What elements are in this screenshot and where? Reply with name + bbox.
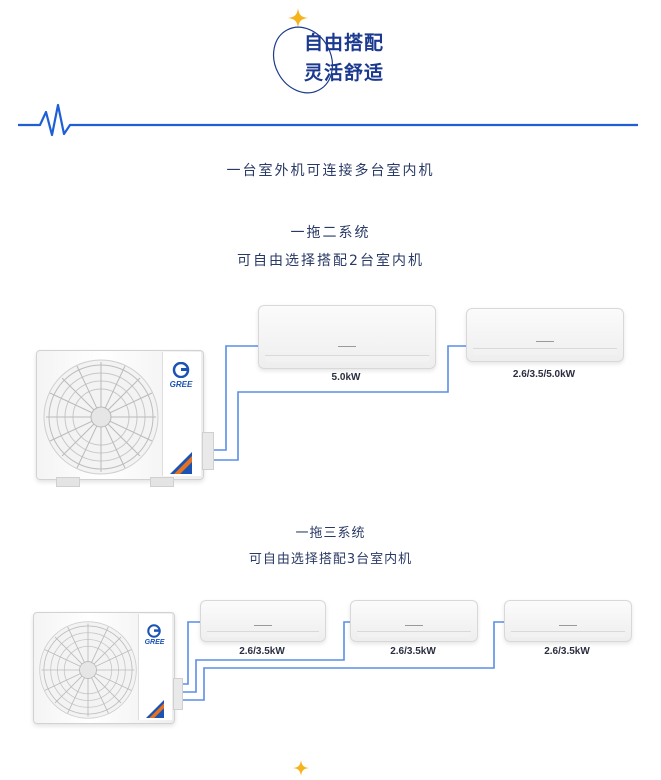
sparkle-star-icon [288, 8, 308, 28]
indoor-unit [350, 600, 478, 642]
sparkle-star-icon [293, 760, 309, 776]
indoor-unit-capacity: 2.6/3.5/5.0kW [512, 369, 576, 380]
header-title-line1: 自由搭配 [304, 32, 385, 54]
fan-grille [43, 359, 159, 475]
outdoor-brand: GREE [169, 380, 193, 389]
indoor-unit [258, 305, 436, 369]
energy-sticker [146, 700, 164, 718]
system-three-subtitle: 可自由选择搭配3台室内机 [248, 552, 413, 567]
header-title-line2: 灵活舒适 [304, 62, 385, 84]
gree-logo-icon [172, 362, 190, 378]
indoor-unit-capacity: 2.6/3.5kW [390, 646, 436, 657]
indoor-unit [200, 600, 326, 642]
system-two-subtitle: 可自由选择搭配2台室内机 [237, 253, 424, 269]
indoor-unit-capacity: 2.6/3.5kW [544, 646, 590, 657]
system-two-title: 一拖二系统 [290, 225, 371, 241]
indoor-unit-capacity: 2.6/3.5kW [239, 646, 285, 657]
intro-text: 一台室外机可连接多台室内机 [226, 163, 435, 179]
indoor-unit-capacity: 5.0kW [331, 372, 361, 383]
fan-grille [39, 621, 137, 719]
title-ellipse-decoration [272, 26, 334, 94]
outdoor-brand: GREE [144, 639, 165, 646]
heartbeat-wave-icon [18, 103, 638, 137]
system-three-title: 一拖三系统 [295, 526, 366, 541]
energy-sticker [170, 452, 192, 474]
indoor-unit [504, 600, 632, 642]
indoor-unit [466, 308, 624, 362]
gree-logo-icon [147, 624, 161, 638]
